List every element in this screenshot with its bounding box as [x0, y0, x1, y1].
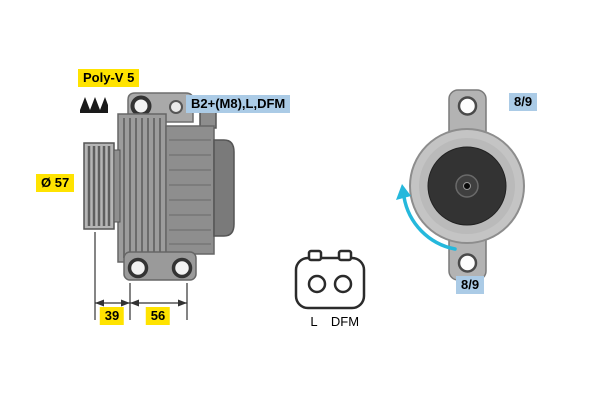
connector-notch-right	[337, 249, 353, 262]
belt-profile-icon	[80, 97, 108, 113]
connector-pin-l-label: L	[310, 314, 318, 329]
pulley-grooves	[87, 146, 111, 226]
terminals-label: B2+(M8),L,DFM	[186, 95, 291, 113]
pulley-flange	[113, 149, 121, 223]
rear-cover	[213, 139, 235, 237]
rear-bottom-lug-hole	[457, 253, 478, 273]
connector-pin-l	[307, 274, 327, 294]
dimension-39-label: 39	[99, 307, 125, 325]
cooling-fins	[123, 118, 161, 258]
alternator-rear-view	[396, 89, 525, 281]
connector-notch-left	[307, 249, 323, 262]
rotation-arrowhead-icon	[396, 184, 411, 200]
top-mounting-hole	[130, 95, 152, 117]
bottom-mounting-hole-right	[171, 257, 193, 279]
pulley-diameter-label: Ø 57	[36, 174, 75, 192]
connector-outline	[294, 256, 366, 310]
clock-position-top-label: 8/9	[509, 93, 538, 111]
shaft-center-dot	[463, 182, 471, 190]
bottom-mounting-hole-left	[127, 257, 149, 279]
rear-housing	[165, 125, 215, 255]
rotation-arrow-icon	[402, 195, 457, 251]
alternator-side-view	[80, 92, 235, 320]
connector-pin-dfm-label: DFM	[330, 314, 360, 329]
clock-position-bottom-label: 8/9	[456, 276, 485, 294]
connector-diagram	[294, 249, 366, 310]
rear-ribs	[169, 139, 211, 245]
dimension-arrowheads	[95, 299, 187, 307]
connector-pin-dfm	[333, 274, 353, 294]
dimension-56-label: 56	[145, 307, 171, 325]
top-secondary-hole	[169, 100, 183, 114]
rear-top-lug-hole	[457, 96, 478, 116]
belt-type-label: Poly-V 5	[78, 69, 140, 87]
